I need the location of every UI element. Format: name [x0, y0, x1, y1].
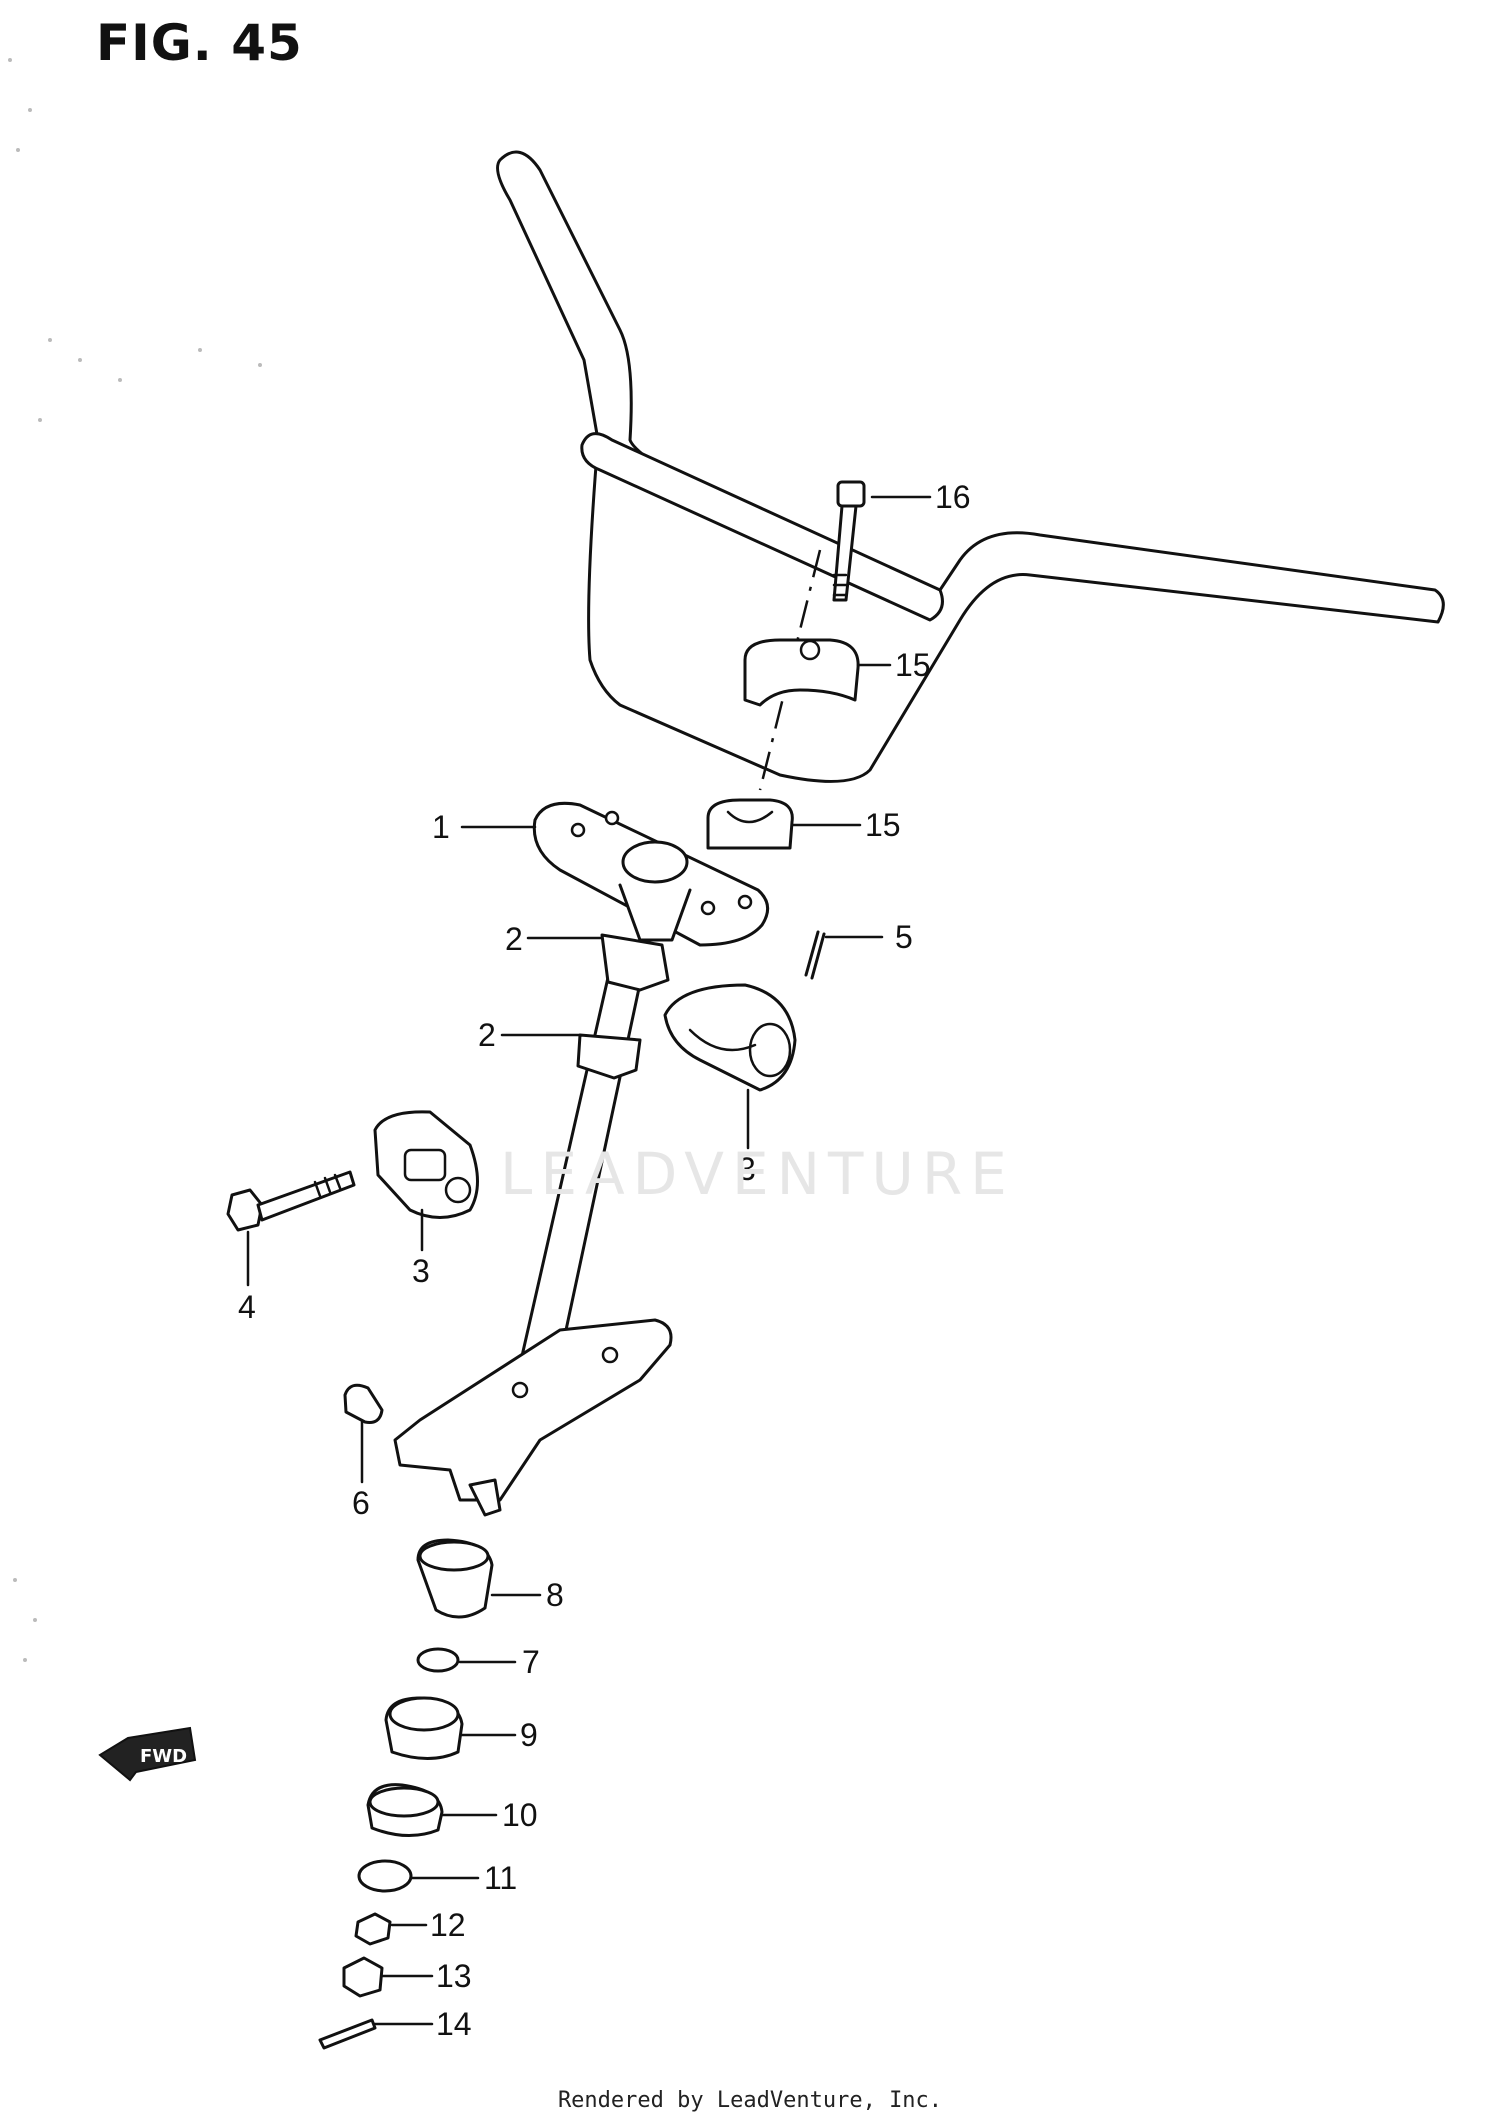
scan-noise — [8, 58, 262, 1662]
callout-16: 16 — [935, 479, 971, 515]
bearing-10 — [366, 1783, 444, 1838]
nut-12 — [354, 1912, 392, 1946]
bolt-4 — [226, 1170, 356, 1232]
handlebar-lower-clamp — [706, 798, 794, 850]
callout-9: 9 — [520, 1717, 538, 1753]
bearing-9 — [384, 1696, 464, 1760]
callout-6: 6 — [352, 1485, 370, 1521]
shaft-holder-left — [373, 1110, 479, 1219]
cotter-pin-5 — [804, 930, 826, 980]
handlebar — [496, 150, 1445, 791]
watermark: LEADVENTURE — [500, 1140, 1015, 1208]
figure-title: FIG. 45 — [96, 14, 303, 72]
callout-11: 11 — [484, 1860, 517, 1896]
callout-4: 4 — [238, 1289, 256, 1325]
callout-3-left: 3 — [412, 1253, 430, 1289]
pin-14 — [318, 2018, 377, 2050]
callout-5: 5 — [895, 919, 913, 955]
upper-bracket — [532, 801, 770, 947]
nut-13 — [342, 1956, 384, 1998]
callout-8: 8 — [546, 1577, 564, 1613]
callout-15-upper: 15 — [895, 647, 931, 683]
footer-credit: Rendered by LeadVenture, Inc. — [557, 2088, 943, 2113]
washer-11 — [357, 1859, 413, 1893]
callout-1: 1 — [432, 809, 450, 845]
svg-text:FWD: FWD — [140, 1746, 187, 1767]
callout-numbers: 16 15 15 1 2 2 5 3 3 4 6 8 7 9 10 11 12 … — [238, 479, 971, 2042]
callout-12: 12 — [430, 1907, 466, 1943]
callout-3-right: 3 — [738, 1151, 756, 1187]
callout-14: 14 — [436, 2006, 472, 2042]
shaft-holder-right — [663, 983, 797, 1092]
collar-6 — [343, 1383, 384, 1424]
callout-2-lower: 2 — [478, 1017, 496, 1053]
leader-lines — [246, 495, 932, 2026]
bushing-8 — [416, 1538, 494, 1619]
callout-2-upper: 2 — [505, 921, 523, 957]
callout-10: 10 — [502, 1797, 538, 1833]
bolt-16 — [832, 480, 866, 602]
washer-7 — [416, 1647, 460, 1673]
fwd-arrow: FWD — [98, 1726, 197, 1782]
callout-7: 7 — [522, 1644, 540, 1680]
handlebar-upper-clamp — [743, 638, 860, 707]
callout-13: 13 — [436, 1958, 472, 1994]
callout-15-lower: 15 — [865, 807, 901, 843]
lower-bracket — [393, 1318, 673, 1517]
